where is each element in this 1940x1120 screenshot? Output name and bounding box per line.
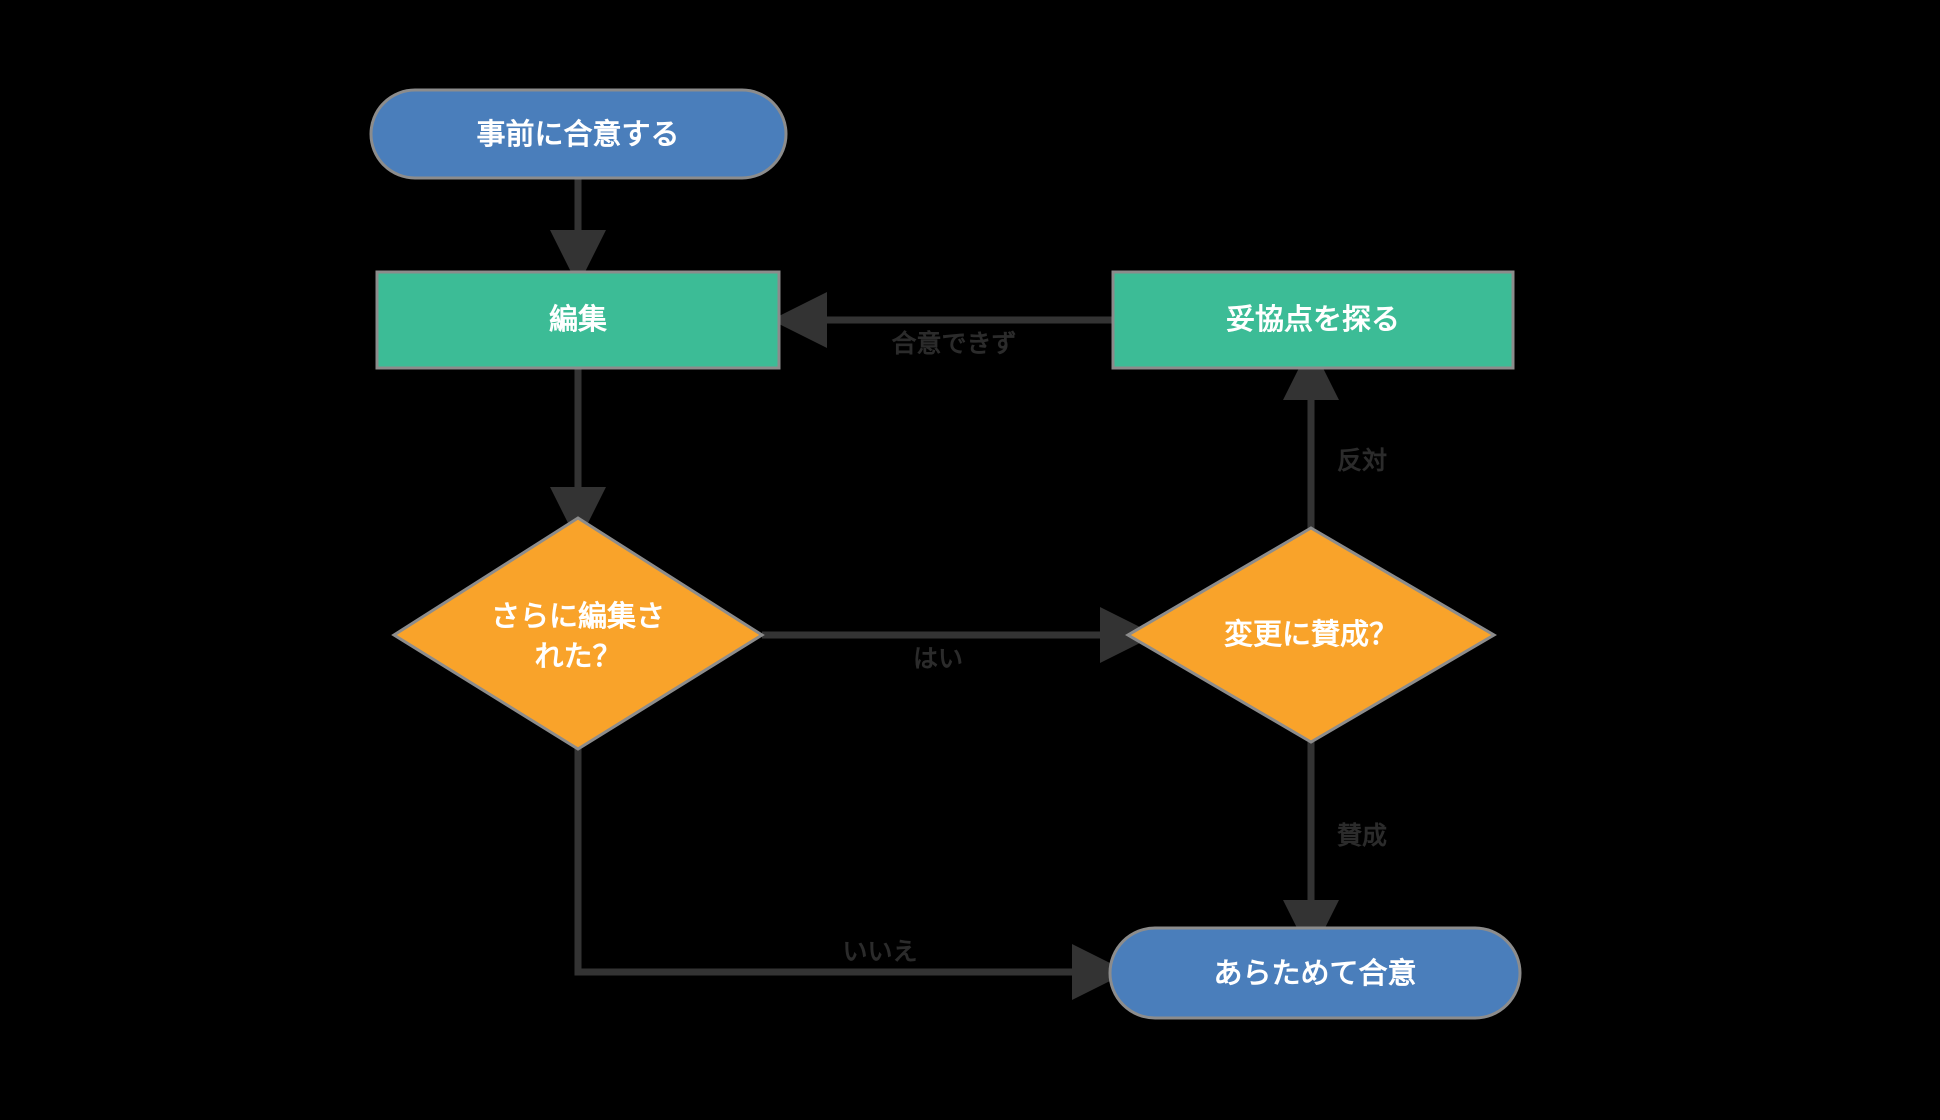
node-find-compromise-label: 妥協点を探る — [1226, 302, 1400, 336]
node-reagreement-shape[interactable] — [1108, 926, 1522, 1020]
edge-label-e2: 合意できず — [891, 329, 1016, 358]
edge-label-e5: 反対 — [1337, 446, 1387, 475]
edge-agree-to-reagree: 賛成 — [1283, 742, 1387, 956]
node-pre-agreement[interactable]: 事前に合意する — [369, 88, 788, 180]
node-edit-shape[interactable] — [375, 270, 781, 370]
node-agree-to-change-label: 変更に賛成？ — [1224, 617, 1398, 651]
node-agree-to-change-shape[interactable] — [1125, 526, 1497, 744]
node-find-compromise-shape[interactable] — [1111, 270, 1515, 370]
node-reagreement-label: あらためて合意 — [1213, 956, 1416, 990]
node-edit[interactable]: 編集 — [375, 270, 781, 370]
edge-oppose-to-compromise: 反対 — [1283, 344, 1387, 528]
edge-label-e6: 賛成 — [1337, 821, 1387, 850]
node-pre-agreement-shape[interactable] — [369, 88, 788, 180]
node-reagreement[interactable]: あらためて合意 — [1108, 926, 1522, 1020]
edge-path-e7 — [574, 745, 1128, 1000]
node-further-edited[interactable]: さらに編集さ れた？ — [391, 516, 765, 751]
node-find-compromise[interactable]: 妥協点を探る — [1111, 270, 1515, 370]
node-agree-to-change[interactable]: 変更に賛成？ — [1125, 526, 1497, 744]
node-pre-agreement-label: 事前に合意する — [476, 117, 679, 151]
edge-further-edited-no: いいえ — [574, 745, 1128, 1000]
edge-label-e7: いいえ — [842, 937, 917, 966]
node-further-edited-label-line2: れた？ — [534, 639, 621, 673]
edge-compromise-to-edit: 合意できず — [771, 292, 1113, 358]
edge-further-edited-yes: はい — [762, 607, 1156, 673]
edge-label-e4: はい — [913, 644, 963, 673]
node-further-edited-shape[interactable] — [391, 516, 765, 751]
node-further-edited-label-line1: さらに編集さ — [491, 599, 665, 633]
node-edit-label: 編集 — [549, 302, 608, 336]
